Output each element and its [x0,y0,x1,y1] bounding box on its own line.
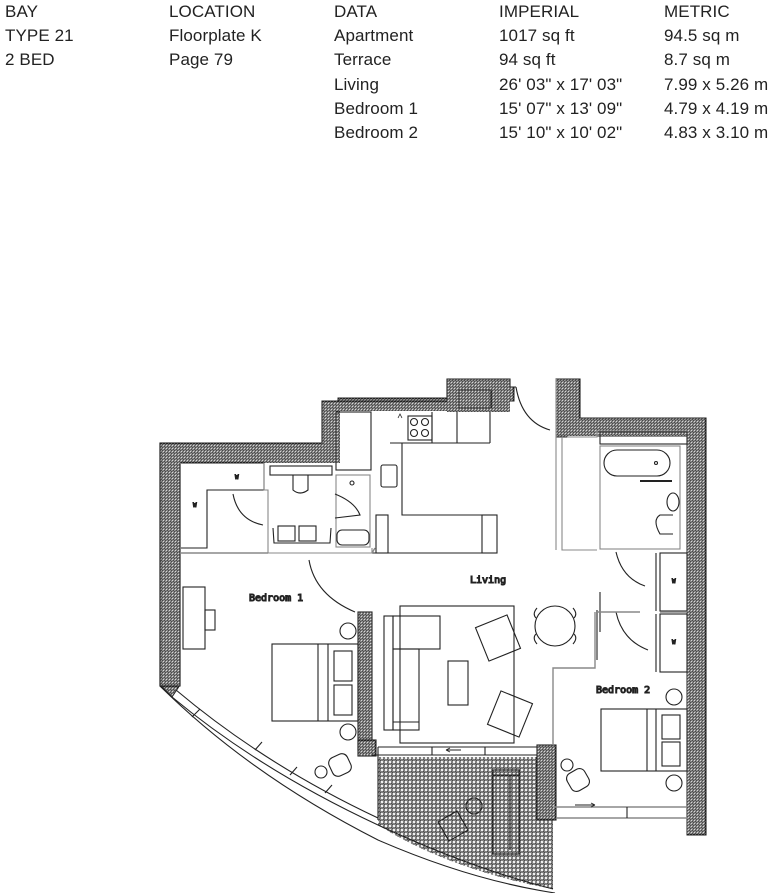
wardrobe-label: W [235,474,239,481]
metric-value: 7.99 x 5.26 m [664,74,769,94]
imperial-value: 26' 03" x 17' 03" [499,74,623,94]
room-label-bedroom2: Bedroom 2 [596,685,650,696]
curved-window [159,685,556,893]
top-wall-entry [447,379,510,412]
bedroom1-door [308,559,356,613]
bay-heading: BAY [5,2,39,21]
armchair [474,614,522,662]
armchair [328,753,352,777]
wall-bed1-living [357,611,373,751]
wardrobe-label: W [193,502,197,509]
data-label: Bedroom 1 [334,98,419,118]
location-column: LOCATION Floorplate K Page 79 [169,0,262,73]
bedroom2-furniture [560,688,688,808]
coffee-table [447,660,469,706]
top-wall-bedroom1 [160,443,322,463]
bay-type: TYPE 21 [5,26,74,46]
kitchen-sink [380,464,398,488]
data-label: Apartment [334,26,414,46]
bed-bedroom1 [271,643,359,722]
imperial-value: 94 sq ft [499,50,556,70]
metric-value: 94.5 sq m [664,26,740,46]
ensuite-door [232,493,264,526]
wardrobe-label: W [672,639,676,646]
data-label: Living [334,74,380,94]
room-label-bedroom1: Bedroom 1 [249,593,303,604]
armchair [486,690,534,738]
toilet [655,514,673,535]
bedroom1-furniture [182,586,359,779]
desk [182,586,206,650]
metric-value: 4.83 x 3.10 m [664,123,769,143]
right-wall-side [687,418,706,835]
outdoor-sofa [492,769,520,855]
imperial-value: 15' 10" x 10' 02" [499,123,623,143]
data-label: Bedroom 2 [334,123,419,143]
dining-table [534,605,576,647]
left-wall [159,442,181,687]
location-heading: LOCATION [169,2,256,21]
location-floorplate: Floorplate K [169,26,262,46]
data-label-column: DATA Apartment Terrace Living Bedroom 1 … [334,0,418,145]
wall-living-bedroom2 [536,744,557,821]
wardrobe-bedroom1 [181,462,265,549]
bed-bedroom2 [600,708,688,772]
entry-door [515,386,551,431]
location-page: Page 79 [169,50,234,70]
room-label-living: Living [470,575,506,586]
metric-value: 4.79 x 4.19 m [664,98,769,118]
right-wall-top [556,418,706,436]
main-bathroom [561,431,688,551]
terrace [378,757,553,889]
top-wall-kitchen2 [322,401,447,411]
imperial-value: 15' 07" x 13' 09" [499,98,623,118]
kitchen [335,389,498,554]
bathroom-door [615,551,646,587]
bay-beds: 2 BED [5,50,55,70]
imperial-heading: IMPERIAL [499,2,580,21]
rug [399,605,515,744]
terrace-furniture [437,769,520,855]
data-heading: DATA [334,2,378,21]
basin [666,492,680,512]
metric-column: METRIC 94.5 sq m 8.7 sq m 7.99 x 5.26 m … [664,0,768,145]
imperial-column: IMPERIAL 1017 sq ft 94 sq ft 26' 03" x 1… [499,0,622,145]
wardrobe-label: W [672,578,676,585]
wall-bed1-living-low [357,739,377,757]
bedroom2-door [615,611,649,651]
metric-value: 8.7 sq m [664,50,730,70]
bay-column: BAY TYPE 21 2 BED [5,0,74,73]
bathtub [603,449,671,477]
metric-heading: METRIC [664,2,730,21]
outdoor-chair [437,810,469,842]
wardrobe-bedroom2 [655,552,688,673]
shower-room [334,474,371,548]
desk-chair [204,609,216,631]
living-furniture [383,605,577,753]
armchair [565,767,591,793]
data-label: Terrace [334,50,392,70]
imperial-value: 1017 sq ft [499,26,575,46]
